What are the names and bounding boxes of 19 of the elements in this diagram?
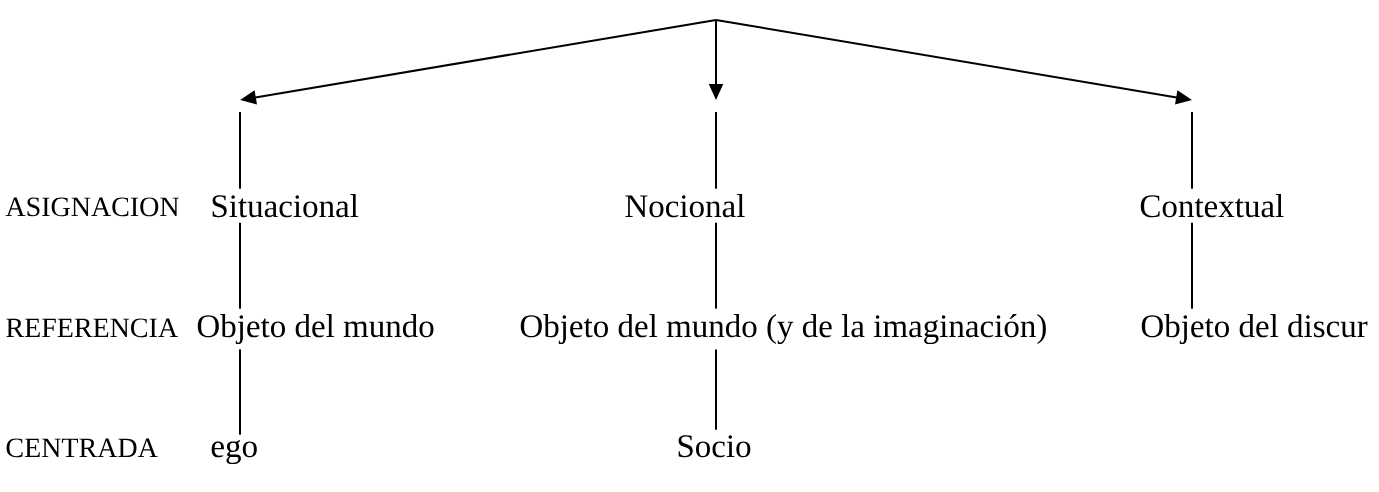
term-label: ego: [211, 440, 257, 465]
row-label: ASIGNACION: [5, 197, 179, 217]
connector-line: [1191, 111, 1193, 190]
term-label: Objeto del mundo: [197, 314, 434, 344]
row-label: REFERENCIA: [6, 318, 178, 338]
connector-line: [239, 111, 241, 190]
row-label: CENTRADA: [6, 438, 158, 458]
term-label: Socio: [678, 435, 751, 458]
connector-line: [715, 111, 717, 190]
term-label: Situacional: [212, 194, 359, 218]
term-label: Objeto del mundo (y de la imaginación): [520, 314, 1046, 345]
term-label: Objeto del discur: [1141, 314, 1368, 344]
term-label: Contextual: [1140, 194, 1284, 218]
connector-line: [715, 221, 717, 310]
connector-line: [715, 348, 717, 431]
connector-line: [239, 348, 241, 436]
term-label: Nocional: [625, 194, 745, 218]
connector-line: [1191, 221, 1193, 310]
connector-line: [239, 221, 241, 310]
